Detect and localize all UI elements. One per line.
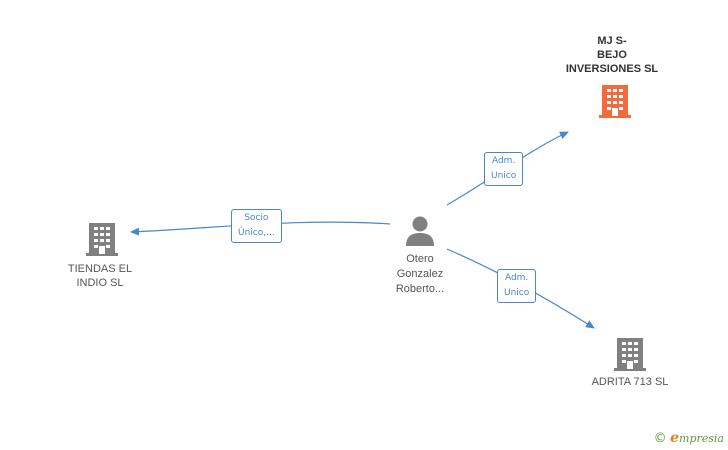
person-label[interactable]: Otero Gonzalez Roberto...	[370, 252, 470, 297]
person-name-line-2: Gonzalez	[396, 268, 444, 280]
empresia-logo: © empresia	[654, 430, 724, 446]
main-company-label[interactable]: MJ S- BEJO INVERSIONES SL	[552, 34, 672, 76]
edge-label-adm-unico-adrita-line-2: Unico	[504, 288, 530, 298]
edge-label-socio-unico-line-1: Socio	[244, 213, 269, 223]
tiendas-name-line-1: TIENDAS EL	[67, 263, 133, 275]
copyright-symbol: ©	[653, 431, 667, 446]
main-company-name-line-1: MJ S-	[597, 35, 627, 47]
person-name-line-1: Otero	[406, 253, 434, 265]
edge-label-adm-unico-main-line-1: Adm.	[491, 156, 516, 166]
adrita-name: ADRITA 713 SL	[591, 376, 669, 388]
edge-label-socio-unico[interactable]: Socio Único,...	[231, 209, 282, 243]
main-company-name-line-2: BEJO	[597, 49, 627, 61]
brand-initial: e	[670, 430, 680, 446]
adrita-label[interactable]: ADRITA 713 SL	[570, 375, 690, 389]
edge-label-adm-unico-main[interactable]: Adm. Unico	[484, 152, 524, 186]
main-company-building-icon[interactable]	[599, 83, 631, 119]
tiendas-name-line-2: INDIO SL	[76, 277, 124, 289]
edge-label-adm-unico-adrita[interactable]: Adm. Unico	[497, 269, 537, 303]
edge-label-adm-unico-adrita-line-1: Adm.	[504, 273, 529, 283]
tiendas-label[interactable]: TIENDAS EL INDIO SL	[48, 262, 152, 290]
person-icon[interactable]	[405, 215, 435, 247]
adrita-building-icon[interactable]	[614, 336, 646, 372]
tiendas-building-icon[interactable]	[86, 221, 118, 257]
person-name-line-3: Roberto...	[395, 283, 445, 295]
brand-name: mpresia	[679, 432, 724, 445]
edge-label-socio-unico-line-2: Único,...	[238, 228, 275, 238]
edge-label-adm-unico-main-line-2: Unico	[491, 171, 517, 181]
main-company-name-line-3: INVERSIONES SL	[565, 63, 659, 75]
